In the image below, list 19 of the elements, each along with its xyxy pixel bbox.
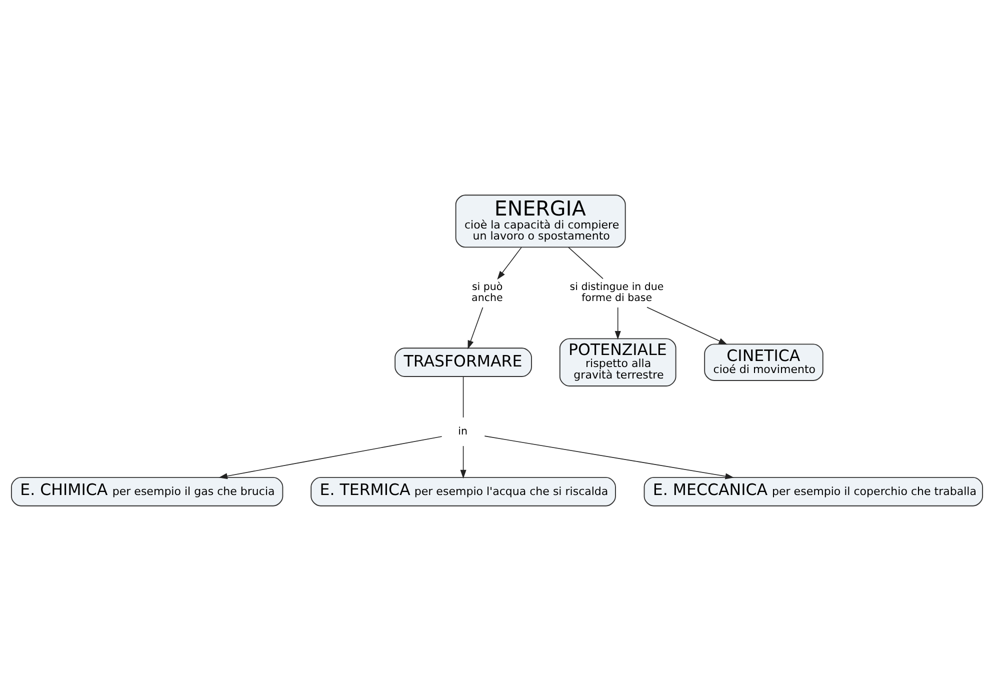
- arrow: [218, 436, 442, 479]
- arrow: [460, 445, 466, 478]
- arrow: [614, 306, 621, 340]
- node-box: E. TERMICA per esempio l'acqua che si riscalda: [310, 476, 616, 506]
- node-box: CINETICA cioé di movimento: [704, 343, 824, 380]
- node-text: si distingue in due forme di base: [570, 280, 664, 304]
- connector: [462, 376, 464, 418]
- node-box: E. MECCANICA per esempio il coperchio che traballa: [644, 476, 984, 506]
- arrow: [497, 246, 522, 280]
- node-box: ENERGIA cioè la capacità di compiere un lavoro o spostamento: [455, 194, 626, 248]
- node-box: E. CHIMICA per esempio il gas che brucia: [10, 476, 284, 506]
- arrow: [484, 435, 734, 479]
- connector: [568, 246, 604, 279]
- node-box: TRASFORMARE: [394, 347, 532, 376]
- node-text: in: [458, 424, 468, 437]
- arrow: [646, 306, 728, 344]
- arrow: [468, 306, 484, 349]
- node-text: si può anche: [472, 280, 503, 304]
- node-box: POTENZIALE rispetto alla gravità terrestre: [559, 338, 676, 386]
